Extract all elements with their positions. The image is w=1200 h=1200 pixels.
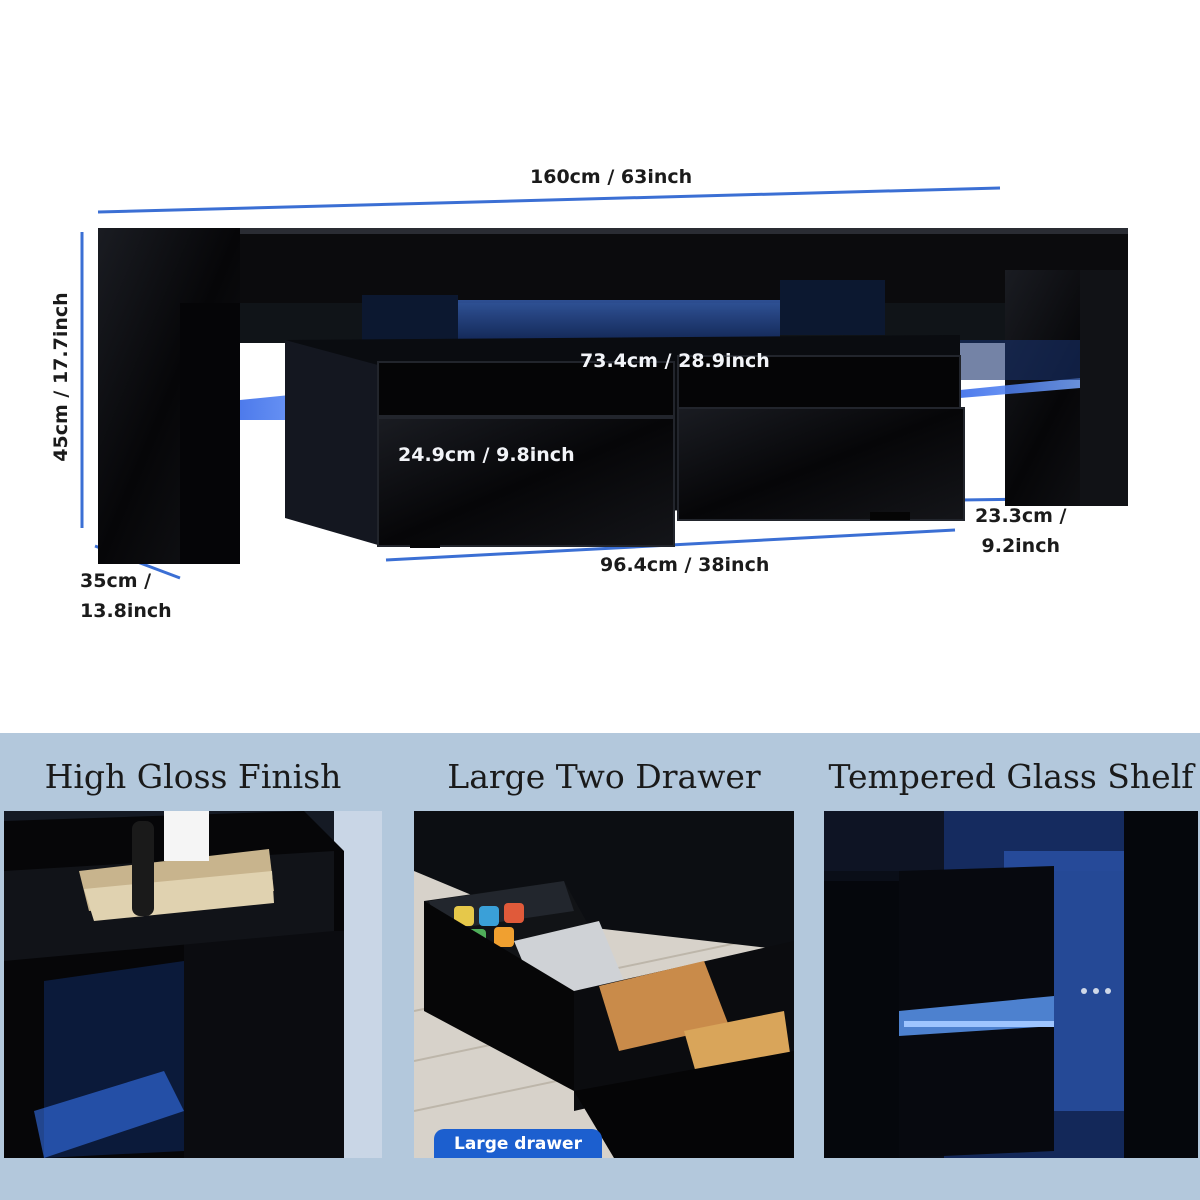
two-drawer-photo: Large drawer: [414, 811, 794, 1158]
feature-panel-glass-shelf: Tempered Glass Shelf: [824, 733, 1198, 1200]
tv-stand-illustration: [80, 186, 1128, 580]
large-drawer-caption: Large drawer: [434, 1129, 602, 1158]
upper-drawer-left: [377, 361, 675, 417]
upper-drawer-right: [677, 355, 961, 409]
right-glass-shelf: [960, 378, 1080, 398]
feature-band: High Gloss Finish: [0, 733, 1200, 1200]
feature-title: Large Two Drawer: [447, 757, 761, 796]
feature-panel-high-gloss: High Gloss Finish: [4, 733, 382, 1200]
feature-panel-two-drawer: Large Two Drawer: [414, 733, 794, 1200]
high-gloss-photo: [4, 811, 382, 1158]
feature-title: Tempered Glass Shelf: [828, 757, 1194, 796]
feature-title: High Gloss Finish: [44, 757, 342, 796]
lower-drawer-right: [677, 407, 965, 521]
top-board: [98, 228, 1128, 303]
dimension-diagram: 160cm / 63inch 45cm / 17.7inch 35cm / 13…: [50, 166, 1128, 622]
glass-shelf-photo: [824, 811, 1198, 1158]
shelf-depth-label: 23.3cm / 9.2inch: [975, 505, 1067, 557]
height-label: 45cm / 17.7inch: [50, 292, 72, 462]
total-width-label: 160cm / 63inch: [530, 166, 693, 188]
lower-drawer-left: [377, 417, 675, 547]
drawer-height-label: 24.9cm / 9.8inch: [398, 444, 575, 466]
drawer-width-label: 73.4cm / 28.9inch: [580, 350, 770, 372]
depth-label: 35cm / 13.8inch: [80, 570, 172, 622]
cabinet-width-label: 96.4cm / 38inch: [600, 554, 770, 576]
